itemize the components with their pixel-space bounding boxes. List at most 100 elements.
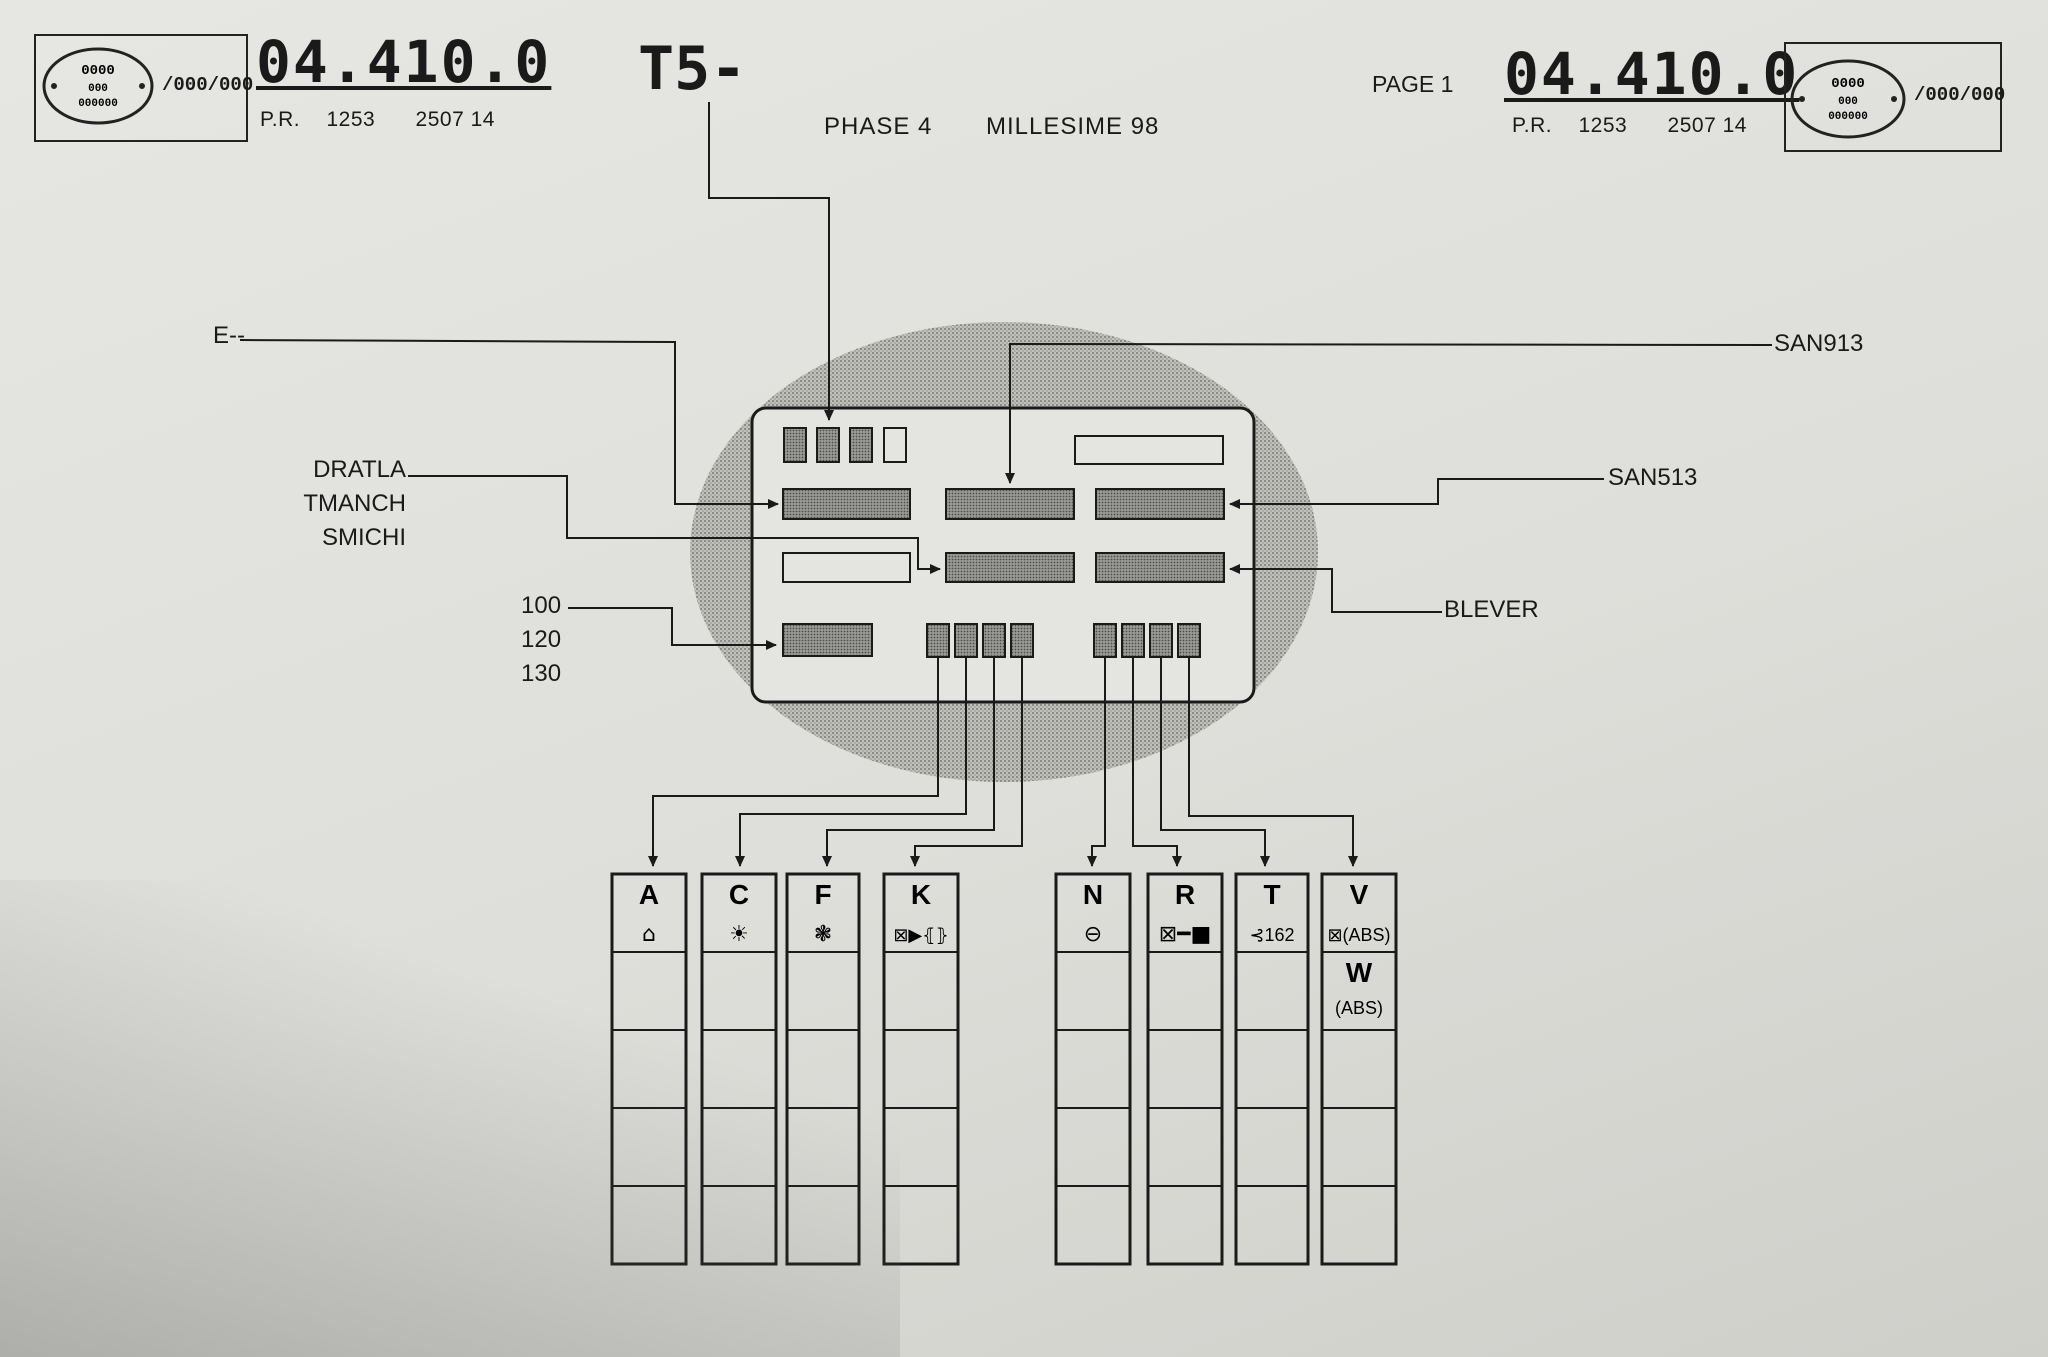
- column-letter: T: [1263, 879, 1280, 910]
- label-san913: SAN913: [1774, 330, 1864, 357]
- right-pr-code: 2507 14: [1667, 114, 1747, 137]
- column-sub-text: (ABS): [1335, 998, 1383, 1018]
- panel-field: [782, 488, 911, 520]
- panel-cell: [883, 427, 907, 463]
- panel-cell: [1121, 623, 1145, 658]
- column-frame: [1054, 872, 1132, 1266]
- panel-cell: [954, 623, 978, 658]
- connector-k: [910, 657, 1023, 867]
- svg-text:0000: 0000: [81, 63, 115, 79]
- panel-field: [1095, 488, 1225, 520]
- leader-blever: [1229, 564, 1442, 613]
- connector-t: [1160, 657, 1270, 867]
- car-icon: ⌂: [642, 922, 656, 947]
- column-r: R ⊠━■: [1146, 872, 1224, 1266]
- leader-e: [239, 339, 779, 509]
- column-frame: [1146, 872, 1224, 1266]
- right-stamp: 0000 000 000000 /000/000: [1784, 42, 2006, 152]
- left-pr-label: P.R.: [260, 108, 301, 131]
- page-label: PAGE 1: [1372, 71, 1454, 97]
- connector-f: [822, 657, 995, 867]
- label-e: E--: [213, 322, 245, 349]
- svg-text:000: 000: [1838, 96, 1858, 108]
- column-letter: R: [1175, 879, 1195, 910]
- column-c: C☀: [700, 872, 778, 1266]
- column-frame: [882, 872, 960, 1266]
- panel-display: [1074, 435, 1224, 465]
- column-k: K ⊠▶⦃⦄: [882, 872, 960, 1266]
- label-120: 120: [521, 626, 562, 653]
- panel-cell: [1177, 623, 1201, 658]
- connector-v: [1188, 657, 1358, 867]
- column-f: F❃: [785, 872, 861, 1266]
- column-letter: C: [729, 879, 749, 910]
- label-blever: BLEVER: [1444, 596, 1539, 623]
- column-sub-letter: W: [1346, 957, 1373, 988]
- column-letter: V: [1350, 879, 1369, 910]
- column-n: N⊖: [1054, 872, 1132, 1266]
- key-icon: ⊠━■: [1159, 922, 1211, 947]
- millesime-label: MILLESIME 98: [986, 113, 1160, 140]
- leader-san513: [1229, 478, 1604, 509]
- column-t: T ⊰162: [1234, 872, 1310, 1266]
- panel-cell: [1010, 623, 1034, 658]
- column-letter: N: [1083, 879, 1103, 910]
- stamp-oval-icon: 0000 000 000000: [1790, 59, 1906, 139]
- connector-n: [1087, 657, 1106, 867]
- panel-cell: [1093, 623, 1117, 658]
- right-pr-label: P.R.: [1512, 114, 1553, 137]
- panel-field: [945, 488, 1075, 520]
- panel-cell: [816, 427, 840, 463]
- svg-text:000000: 000000: [1828, 111, 1868, 123]
- leader-t5: [708, 102, 834, 421]
- column-frame: [700, 872, 778, 1266]
- label-tmanch: TMANCH: [303, 490, 406, 517]
- column-frame: [1320, 872, 1398, 1266]
- column-letter: K: [911, 879, 931, 910]
- sun-icon: ☀: [729, 922, 749, 947]
- column-frame: [610, 872, 688, 1266]
- column-v: V ⊠(ABS) W (ABS): [1320, 872, 1398, 1266]
- panel-field: [782, 623, 873, 657]
- right-document-number: 04.410.0: [1504, 40, 1800, 108]
- leader-100: [568, 607, 777, 650]
- column-frame: [785, 872, 861, 1266]
- column-a: A⌂: [610, 872, 688, 1266]
- left-stamp: 0000 000 000000 /000/000: [34, 34, 253, 142]
- column-letter: A: [639, 879, 659, 910]
- panel-cell: [1149, 623, 1173, 658]
- stamp-oval-icon: 0000 000 000000: [42, 47, 154, 125]
- right-pr-number: 1253: [1578, 114, 1628, 137]
- label-smichi: SMICHI: [322, 524, 406, 551]
- phase-label: PHASE 4: [824, 113, 933, 140]
- leader-dratla: [408, 475, 941, 574]
- stamp-suffix: /000/000: [162, 74, 254, 96]
- column-frame: [1234, 872, 1310, 1266]
- label-dratla: DRATLA: [313, 456, 406, 483]
- fan-icon: ❃: [814, 922, 832, 947]
- panel-cell: [849, 427, 873, 463]
- panel-field: [782, 552, 911, 583]
- svg-text:000: 000: [88, 83, 108, 95]
- minus-circle-icon: ⊖: [1084, 922, 1102, 947]
- stamp-suffix: /000/000: [1914, 84, 2006, 106]
- svg-text:000000: 000000: [78, 98, 118, 110]
- connector-a: [648, 657, 939, 867]
- panel-cell: [783, 427, 807, 463]
- panel-cell: [982, 623, 1006, 658]
- left-pr-code: 2507 14: [415, 108, 495, 131]
- title-mark: T5-: [638, 34, 747, 104]
- panel-field: [945, 552, 1075, 583]
- left-document-number: 04.410.0: [256, 28, 552, 96]
- right-pr-line: P.R. 1253 2507 14: [1512, 114, 1747, 138]
- signal-icon: ⊰162: [1249, 925, 1294, 945]
- label-100: 100: [521, 592, 562, 619]
- lock-arrow-icon: ⊠▶⦃⦄: [893, 925, 948, 945]
- abs-icon: ⊠(ABS): [1327, 925, 1390, 945]
- panel-cell: [926, 623, 950, 658]
- connector-c: [735, 657, 967, 867]
- left-pr-line: P.R. 1253 2507 14: [260, 108, 495, 132]
